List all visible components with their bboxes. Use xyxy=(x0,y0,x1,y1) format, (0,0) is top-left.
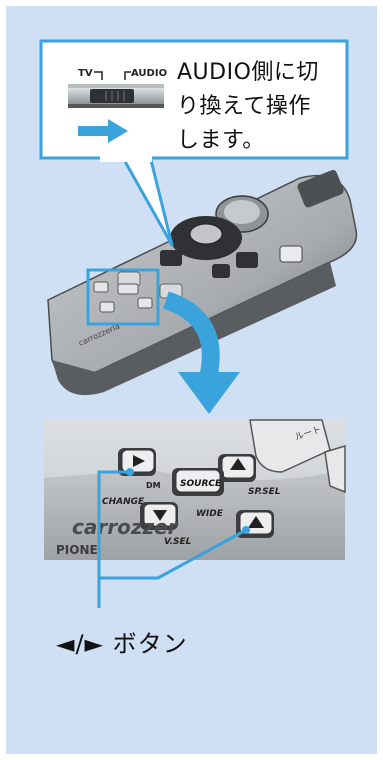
change-label: CHANGE xyxy=(102,497,145,507)
button-closeup: ルート SOURCE SP.SEL DM CHANGE WIDE V.SE xyxy=(44,420,345,560)
source-label: SOURCE xyxy=(180,479,222,489)
source-key: SOURCE xyxy=(172,468,224,496)
closeup-brand: carrozzer xyxy=(72,515,179,539)
callout-line-1: AUDIO側に切 xyxy=(177,56,367,90)
switch-audio-label: AUDIO xyxy=(131,68,167,79)
wide-label: WIDE xyxy=(196,509,224,519)
switch-tv-label: TV xyxy=(78,68,93,79)
sp-sel-label: SP.SEL xyxy=(248,487,281,497)
arrow-button-label: ◄/► ボタン xyxy=(56,624,188,659)
callout-text: AUDIO側に切 り換えて操作 します。 xyxy=(177,56,367,158)
callout-line-2: り換えて操作 xyxy=(177,90,367,124)
closeup-maker: PIONE xyxy=(56,543,98,557)
callout-line-3: します。 xyxy=(177,124,367,158)
dm-label: DM xyxy=(146,481,161,490)
